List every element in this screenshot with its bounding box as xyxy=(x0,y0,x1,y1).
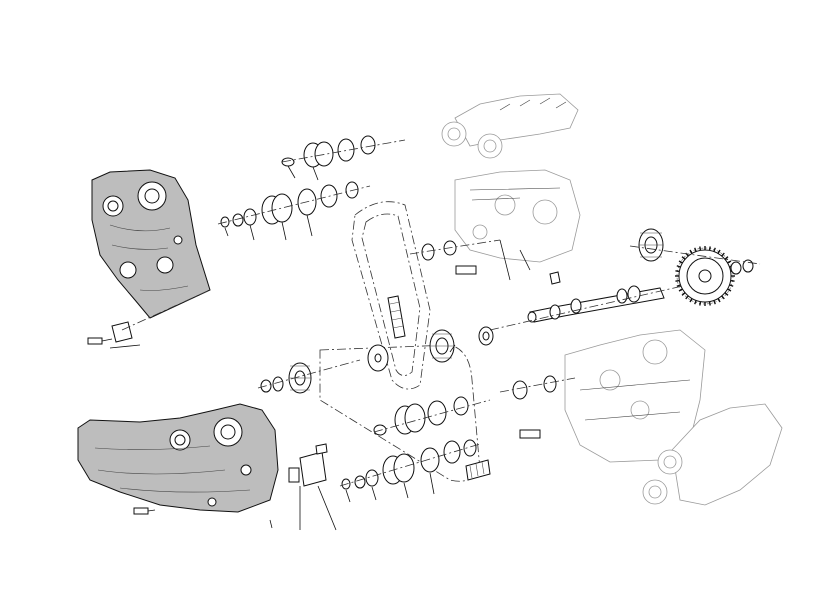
gear-tooth xyxy=(685,295,689,300)
crankshaft-timing-shaft xyxy=(489,271,701,331)
gear-tooth xyxy=(675,270,680,273)
gear-tooth xyxy=(708,246,711,251)
idler-washer xyxy=(367,344,389,372)
gear-tooth xyxy=(727,260,732,264)
cylinder-head-lower xyxy=(564,329,706,463)
small-gear-right xyxy=(638,228,664,262)
gear-tooth xyxy=(721,295,725,300)
gear-tooth xyxy=(717,298,721,303)
belt-segment-upper xyxy=(387,295,406,339)
spacer-ring-center xyxy=(478,326,494,346)
cover-bolt-bracket xyxy=(87,289,211,349)
gear-tooth xyxy=(713,247,716,252)
lower-cover-bolt xyxy=(133,507,156,515)
leader-lines xyxy=(269,239,531,529)
gear-tooth xyxy=(678,288,683,292)
gear-tooth xyxy=(730,279,735,282)
hub-upper-head xyxy=(409,239,501,275)
camshaft-lower xyxy=(642,403,783,506)
timing-belt-lower xyxy=(319,344,481,482)
gear-tooth xyxy=(717,249,721,254)
gear-tooth xyxy=(699,246,702,251)
timing-belt-upper xyxy=(351,201,431,390)
toothed-pulley-left xyxy=(257,359,361,394)
hub-lower-head xyxy=(499,375,576,439)
gear-tooth xyxy=(729,284,734,287)
upper-timing-cover xyxy=(91,169,211,319)
cylinder-head-upper xyxy=(454,169,581,263)
belt-segment-lower xyxy=(465,459,491,481)
gear-tooth xyxy=(727,288,732,292)
gear-tooth xyxy=(694,300,697,305)
gear-washer-right xyxy=(629,245,761,275)
gear-tooth xyxy=(699,301,702,306)
drive-gear-center xyxy=(429,329,455,363)
gear-tooth xyxy=(708,301,711,306)
gear-tooth xyxy=(721,252,725,257)
gear-tooth xyxy=(676,284,681,287)
pulley-stack-lower-first xyxy=(373,396,491,436)
gear-tooth xyxy=(689,249,693,254)
pulley-stack-top-row xyxy=(281,135,406,181)
gear-tooth xyxy=(694,247,697,252)
gear-tooth xyxy=(675,279,680,282)
lower-timing-cover xyxy=(77,403,279,513)
gear-tooth xyxy=(713,300,716,305)
gear-tooth xyxy=(678,260,683,264)
pulley-stack-lower-second xyxy=(339,439,481,503)
camshaft-upper xyxy=(441,93,579,159)
gear-tooth xyxy=(724,292,729,296)
gear-tooth xyxy=(681,292,686,296)
gear-tooth xyxy=(676,265,681,268)
pulley-stack-second-row xyxy=(217,181,371,241)
gear-tooth xyxy=(724,256,729,260)
large-gear-right xyxy=(675,246,735,306)
gear-tooth xyxy=(689,298,693,303)
gear-tooth xyxy=(681,256,686,260)
belt-tensioner-bracket xyxy=(288,443,337,531)
